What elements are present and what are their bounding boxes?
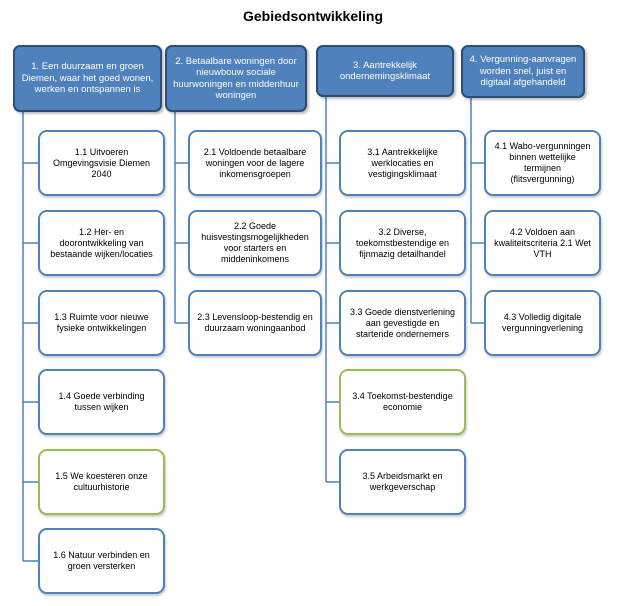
subgoal-box-2-3: 2.3 Levensloop-bestendig en duurzaam won… <box>188 290 322 356</box>
goal-box-3: 3. Aantrekkelijk ondernemingsklimaat <box>316 45 454 97</box>
subgoal-box-1-6: 1.6 Natuur verbinden en groen versterken <box>38 528 165 594</box>
goal-box-4: 4. Vergunning-aanvragen worden snel, jui… <box>461 45 585 98</box>
subgoal-box-1-1: 1.1 Uitvoeren Omgevingsvisie Diemen 2040 <box>38 130 165 196</box>
subgoal-box-1-3: 1.3 Ruimte voor nieuwe fysieke ontwikkel… <box>38 290 165 356</box>
subgoal-box-1-5: 1.5 We koesteren onze cultuurhistorie <box>38 449 165 515</box>
subgoal-box-2-1: 2.1 Voldoende betaalbare woningen voor d… <box>188 130 322 196</box>
subgoal-box-2-2: 2.2 Goede huisvestingsmogelijkheden voor… <box>188 210 322 276</box>
subgoal-box-3-4: 3.4 Toekomst-bestendige economie <box>339 369 466 435</box>
subgoal-box-1-4: 1.4 Goede verbinding tussen wijken <box>38 369 165 435</box>
goal-box-1: 1. Een duurzaam en groen Diemen, waar he… <box>13 45 162 112</box>
page-title: Gebiedsontwikkeling <box>242 8 384 24</box>
goal-box-2: 2. Betaalbare woningen door nieuwbouw so… <box>165 45 307 112</box>
subgoal-box-3-5: 3.5 Arbeidsmarkt en werkgeverschap <box>339 449 466 515</box>
subgoal-box-3-3: 3.3 Goede dienstverlening aan gevestigde… <box>339 290 466 356</box>
subgoal-box-4-2: 4.2 Voldoen aan kwaliteitscriteria 2.1 W… <box>484 210 601 276</box>
subgoal-box-3-2: 3.2 Diverse, toekomstbestendige en fijnm… <box>339 210 466 276</box>
subgoal-box-4-1: 4.1 Wabo-vergunningen binnen wettelijke … <box>484 130 601 196</box>
subgoal-box-1-2: 1.2 Her- en doorontwikkeling van bestaan… <box>38 210 165 276</box>
subgoal-box-4-3: 4.3 Volledig digitale vergunningverlenin… <box>484 290 601 356</box>
subgoal-box-3-1: 3.1 Aantrekkelijke werklocaties en vesti… <box>339 130 466 196</box>
